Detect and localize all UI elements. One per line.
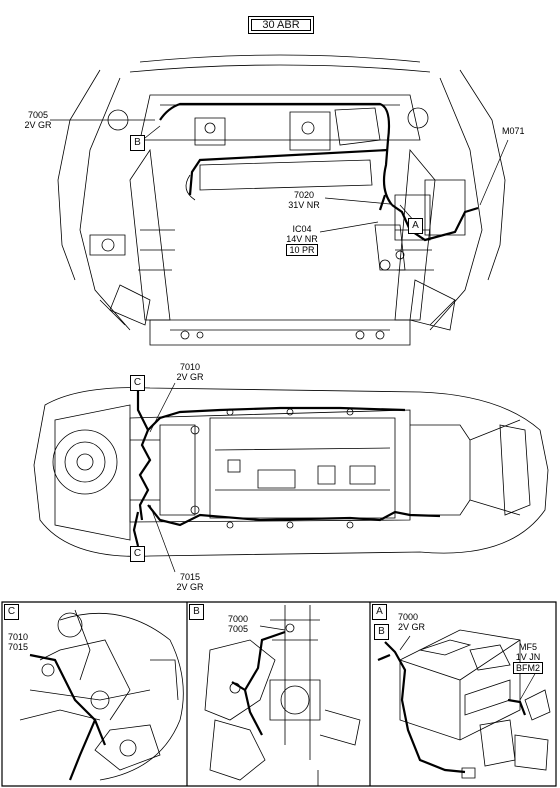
- callout-ic04: IC04 14V NR 10 PR: [280, 224, 324, 256]
- callout-ref: 7000: [398, 612, 419, 622]
- callout-spec: 2V GR: [398, 622, 426, 632]
- callout-7015-under: 7015 2V GR: [170, 572, 210, 592]
- tag-b-detail-a: B: [374, 624, 389, 640]
- diagram-title: 30 ABR: [248, 16, 314, 34]
- panel-letter-b: B: [189, 604, 204, 620]
- underbody-leaders: [149, 382, 176, 573]
- callout-spec: 2V GR: [24, 120, 52, 130]
- detail-c-harness: [29, 653, 107, 781]
- detail-ref: 7000: [228, 614, 249, 624]
- callout-spec: 2V GR: [176, 582, 204, 592]
- engine-bay-drawing: [57, 54, 506, 346]
- callout-7005-top: 7005 2V GR: [18, 110, 58, 130]
- callout-ref: 7010: [179, 362, 201, 372]
- callout-box: 10 PR: [286, 244, 318, 256]
- detail-ref: 7005: [228, 624, 249, 634]
- panel-letter-a: A: [372, 604, 387, 620]
- detail-a-harness: [377, 641, 527, 774]
- callout-ref: 7020: [293, 190, 315, 200]
- callout-ref: MF5: [519, 642, 537, 652]
- detail-a-callout-7000: 7000 2V GR: [398, 612, 425, 632]
- callout-7020: 7020 31V NR: [283, 190, 325, 210]
- tag-b-top: B: [130, 135, 145, 151]
- detail-b-harness: [231, 630, 286, 736]
- detail-c-refs: 7010 7015: [8, 632, 28, 652]
- callout-spec: 31V NR: [288, 200, 320, 210]
- detail-a-callout-mf5: MF5 1V JN BFM2: [508, 642, 548, 674]
- callout-7010-under: 7010 2V GR: [170, 362, 210, 382]
- detail-c-drawing: [19, 609, 184, 781]
- callout-ref: 7015: [179, 572, 201, 582]
- engine-bay-leaders: [50, 119, 509, 233]
- callout-ref: 7005: [27, 110, 49, 120]
- detail-b-refs: 7000 7005: [228, 614, 248, 634]
- detail-a-drawing: [399, 629, 551, 779]
- callout-spec: 1V JN: [515, 652, 541, 662]
- detail-b-drawing: [204, 605, 361, 786]
- tag-c-lower: C: [130, 546, 145, 562]
- underbody-harness: [132, 388, 441, 547]
- engine-bay-harness: [159, 102, 479, 242]
- callout-spec: 14V NR: [286, 234, 318, 244]
- panel-letter-c: C: [4, 604, 19, 620]
- callout-ref: IC04: [292, 224, 312, 234]
- callout-m071: M071: [502, 126, 525, 136]
- tag-c-upper: C: [130, 375, 145, 391]
- detail-frame: [1, 601, 557, 787]
- callout-spec: 2V GR: [176, 372, 204, 382]
- underbody-drawing: [33, 387, 549, 557]
- callout-box: BFM2: [512, 662, 543, 674]
- tag-a-top: A: [408, 218, 423, 234]
- detail-ref: 7015: [8, 642, 29, 652]
- detail-ref: 7010: [8, 632, 29, 642]
